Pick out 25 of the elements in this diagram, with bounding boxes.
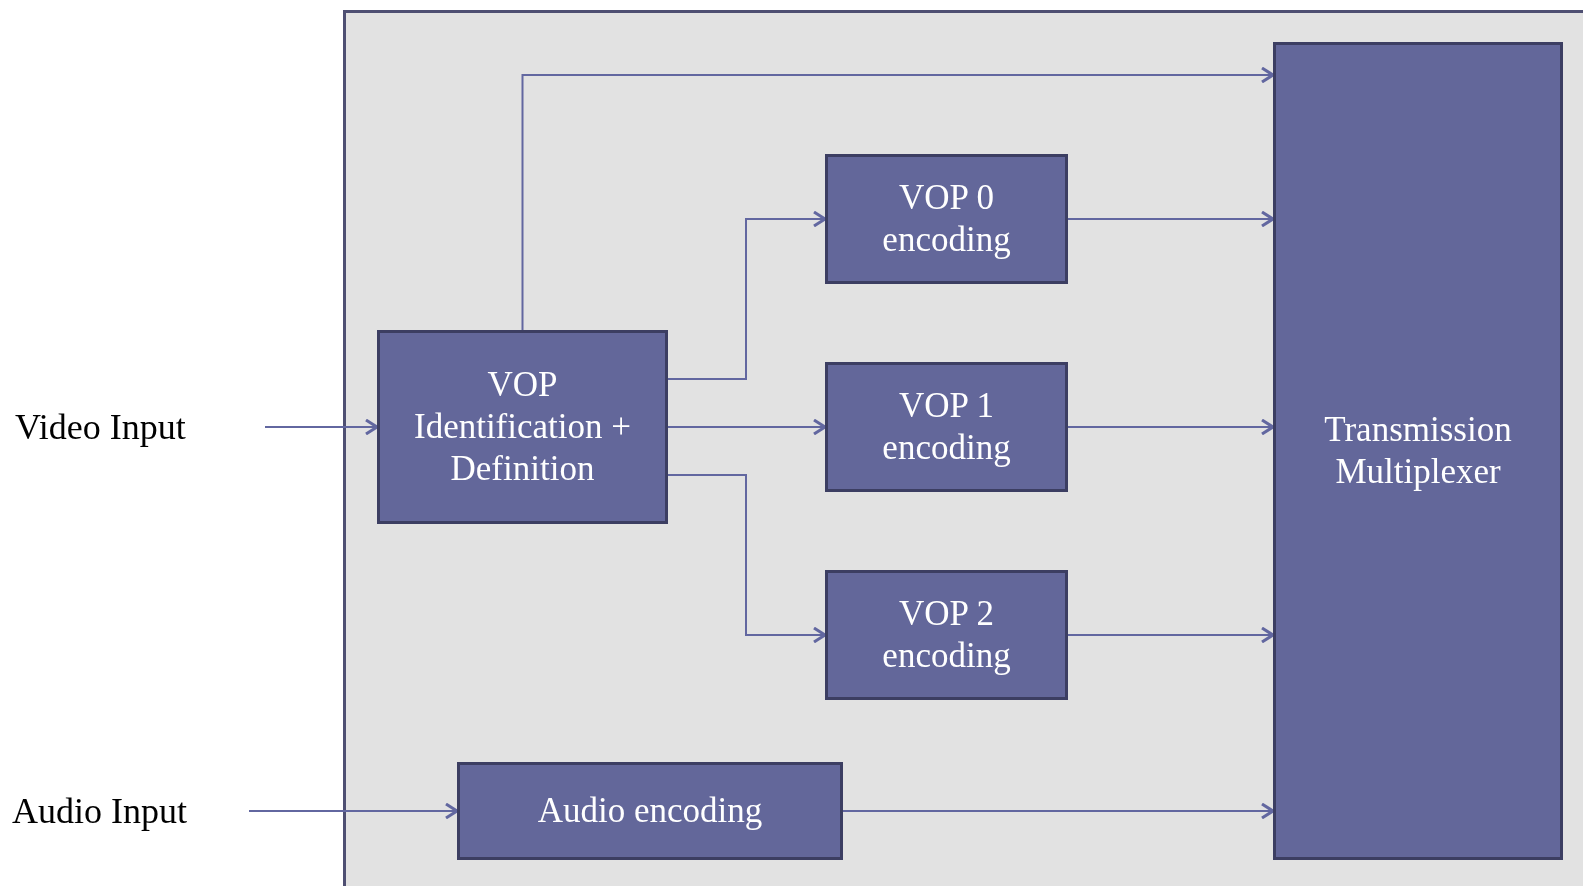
input-label: Video Input [15,406,186,448]
process-box [825,362,1068,492]
process-box [457,762,843,860]
arrow [842,802,1275,820]
input-label: Audio Input [12,790,187,832]
process-box [825,154,1068,284]
process-box [377,330,668,524]
box-label: Audio encoding [537,790,763,832]
arrow [667,474,827,644]
arrow [1067,210,1275,228]
arrow [667,210,827,380]
process-box [825,570,1068,700]
arrow [248,802,459,820]
arrow [521,66,1275,331]
box-label: VOP 1 encoding [881,385,1012,469]
box-label: VOP 0 encoding [881,177,1012,261]
enclosure-panel [343,10,1583,886]
arrow [1067,418,1275,436]
box-label: Transmission Multiplexer [1323,409,1513,493]
arrow [1067,626,1275,644]
box-label: VOP Identification + Definition [413,364,632,490]
arrow [667,418,827,436]
box-label: VOP 2 encoding [881,593,1012,677]
process-box [1273,42,1563,860]
arrow [264,418,379,436]
